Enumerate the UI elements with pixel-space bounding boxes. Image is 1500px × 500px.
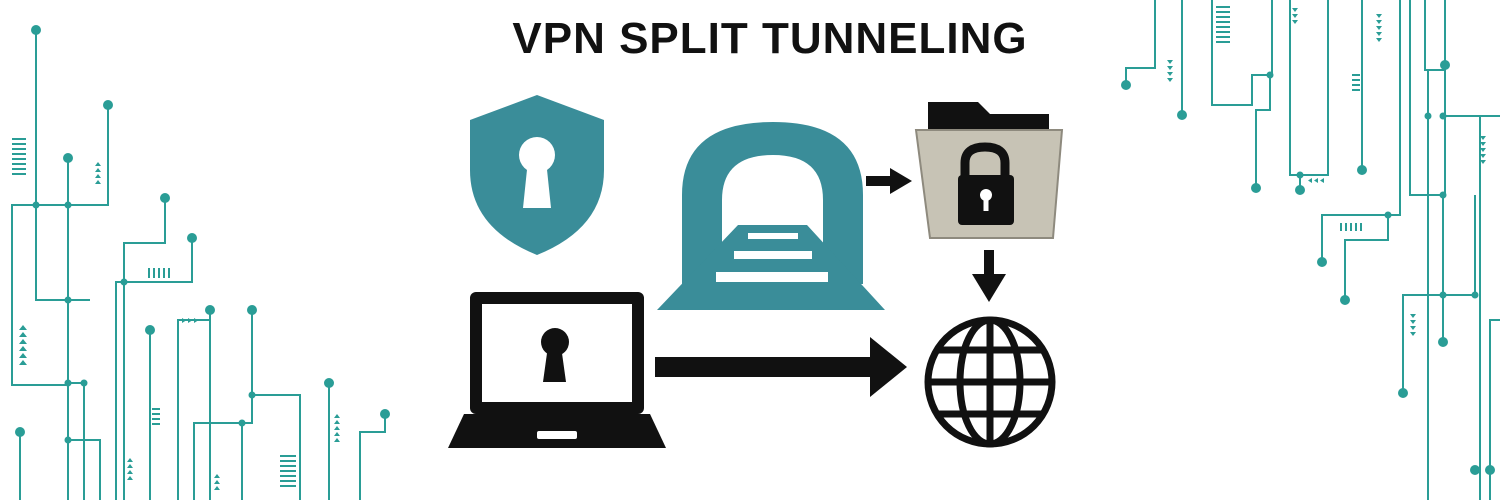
locked-folder-icon (914, 102, 1064, 239)
arrow-laptop-to-globe (655, 337, 907, 397)
laptop-keyhole-icon (448, 292, 666, 448)
circuit-right-nodes (1121, 60, 1495, 475)
circuit-left-nodes (15, 25, 390, 444)
circuit-right-marks (1167, 6, 1486, 336)
arrow-folder-to-globe (972, 250, 1006, 302)
circuit-left-decoration (11, 30, 386, 500)
tunnel-icon (657, 122, 885, 310)
shield-keyhole-icon (470, 95, 604, 255)
arrow-tunnel-to-folder (866, 168, 912, 194)
circuit-left-marks (12, 138, 340, 490)
diagram-title: VPN SPLIT TUNNELING (512, 14, 1028, 63)
circuit-right-decoration (1125, 0, 1500, 500)
globe-icon (924, 316, 1056, 448)
